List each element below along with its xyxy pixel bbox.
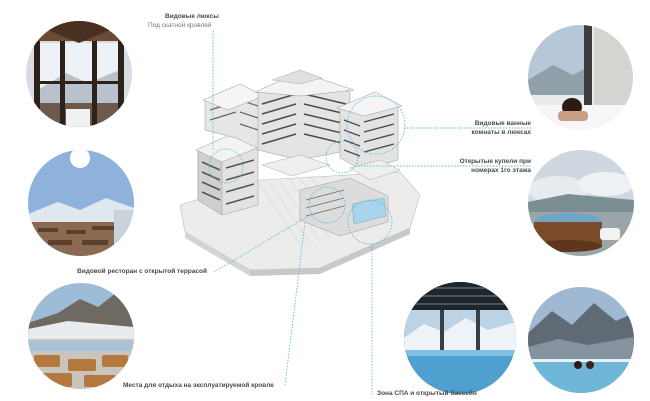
leader-restaurant <box>213 214 311 273</box>
callout-circle-lux <box>208 148 244 184</box>
terraces <box>261 154 401 181</box>
label-fonts-1: Открытые купели при <box>459 158 531 165</box>
photo-restaurant-terrace <box>28 150 134 256</box>
label-fonts-2: номерах 1го этажа <box>471 167 531 174</box>
label-roof-rest: Места для отдыха на эксплуатируемой кров… <box>123 382 274 389</box>
photo-hot-tubs <box>528 150 634 256</box>
label-baths-1: Видовые ванные <box>474 120 531 127</box>
label-lux-title: Видовые люксы <box>165 13 219 20</box>
callout-circle-baths <box>346 95 406 155</box>
ground-edge <box>185 232 250 276</box>
photo-window-room <box>26 21 132 127</box>
photo-infinity-pool <box>528 287 634 393</box>
callout-circle-fonts <box>325 140 359 174</box>
label-spa: Зона СПА и открытый бассейн <box>377 390 477 397</box>
photo-spa-pool <box>404 282 516 394</box>
main-block <box>254 69 355 161</box>
label-restaurant: Видовой ресторан с открытой террасой <box>77 268 207 275</box>
podium <box>299 177 389 237</box>
photo-bath-view <box>528 25 633 130</box>
label-lux-sub: Под скатной кровлей <box>148 22 212 29</box>
callout-circle-spa <box>347 199 393 245</box>
label-baths-2: комнаты в люксах <box>471 129 531 136</box>
leader-roof <box>284 221 306 386</box>
ground-edge-2 <box>250 228 410 276</box>
callout-circle-roof <box>308 186 346 224</box>
photo-roof-lounge <box>28 283 134 389</box>
left-wing <box>202 83 265 151</box>
right-block <box>336 91 403 171</box>
